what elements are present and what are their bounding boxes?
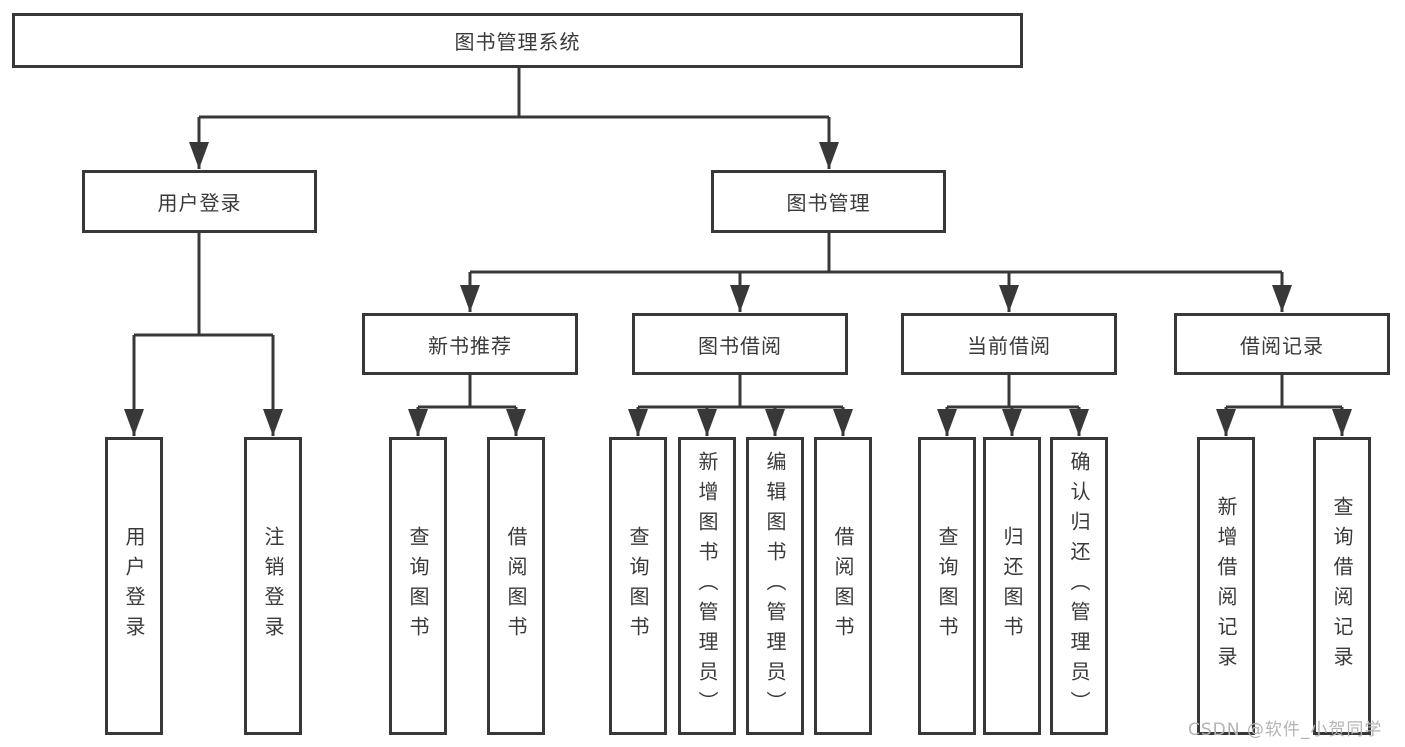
arrowhead-down-icon	[1002, 409, 1022, 436]
node-label: 归还图书	[1000, 526, 1024, 646]
node-query-borrow-record: 查询借阅记录	[1313, 437, 1371, 735]
node-label: 新增图书（管理员）	[695, 451, 719, 721]
node-label: 当前借阅	[967, 333, 1051, 358]
arrowhead-down-icon	[1069, 409, 1089, 436]
node-label: 新书推荐	[428, 333, 512, 358]
arrowhead-down-icon	[765, 409, 785, 436]
node-label: 查询图书	[935, 526, 959, 646]
node-label: 用户登录	[122, 526, 146, 646]
node-book-mgmt: 图书管理	[711, 170, 946, 233]
node-label: 借阅图书	[504, 526, 528, 646]
node-current-borrow: 当前借阅	[901, 313, 1117, 375]
arrowhead-down-icon	[999, 285, 1019, 312]
arrowhead-down-icon	[1332, 409, 1352, 436]
node-label: 编辑图书（管理员）	[763, 451, 787, 721]
arrowhead-down-icon	[628, 409, 648, 436]
node-logout: 注销登录	[244, 437, 302, 735]
arrowhead-down-icon	[697, 409, 717, 436]
node-query-book-current: 查询图书	[918, 437, 976, 735]
arrowhead-down-icon	[263, 409, 283, 436]
node-confirm-return-admin: 确认归还（管理员）	[1050, 437, 1108, 735]
arrowhead-down-icon	[819, 142, 839, 169]
node-label: 注销登录	[261, 526, 285, 646]
arrowhead-down-icon	[506, 409, 526, 436]
arrowhead-down-icon	[730, 285, 750, 312]
node-label: 确认归还（管理员）	[1067, 451, 1091, 721]
node-add-book-admin: 新增图书（管理员）	[678, 437, 736, 735]
arrowhead-down-icon	[189, 142, 209, 169]
node-return-book: 归还图书	[983, 437, 1041, 735]
arrowhead-down-icon	[408, 409, 428, 436]
node-label: 查询借阅记录	[1330, 496, 1354, 676]
arrowhead-down-icon	[937, 409, 957, 436]
node-label: 新增借阅记录	[1214, 496, 1238, 676]
node-borrow-book-2: 借阅图书	[814, 437, 872, 735]
node-root: 图书管理系统	[12, 13, 1023, 68]
node-label: 查询图书	[406, 526, 430, 646]
node-query-book-borrow: 查询图书	[609, 437, 667, 735]
arrowhead-down-icon	[460, 285, 480, 312]
node-user-login: 用户登录	[105, 437, 163, 735]
arrowhead-down-icon	[833, 409, 853, 436]
node-label: 借阅记录	[1240, 333, 1324, 358]
node-borrow-records: 借阅记录	[1174, 313, 1390, 375]
node-user-login-group: 用户登录	[82, 170, 317, 233]
node-new-book-rec: 新书推荐	[362, 313, 578, 375]
node-add-borrow-record: 新增借阅记录	[1197, 437, 1255, 735]
node-query-book-new: 查询图书	[389, 437, 447, 735]
node-label: 用户登录	[157, 191, 242, 215]
node-label: 查询图书	[626, 526, 650, 646]
csdn-watermark: CSDN @软件_小贺同学	[1188, 720, 1383, 740]
node-label: 图书管理	[786, 191, 871, 215]
arrowhead-down-icon	[1216, 409, 1236, 436]
node-label: 借阅图书	[831, 526, 855, 646]
node-book-borrow: 图书借阅	[632, 313, 848, 375]
node-label: 图书管理系统	[454, 30, 581, 54]
arrowhead-down-icon	[1272, 285, 1292, 312]
node-borrow-book-new: 借阅图书	[487, 437, 545, 735]
node-label: 图书借阅	[698, 333, 782, 358]
arrowhead-down-icon	[124, 409, 144, 436]
node-edit-book-admin: 编辑图书（管理员）	[746, 437, 804, 735]
